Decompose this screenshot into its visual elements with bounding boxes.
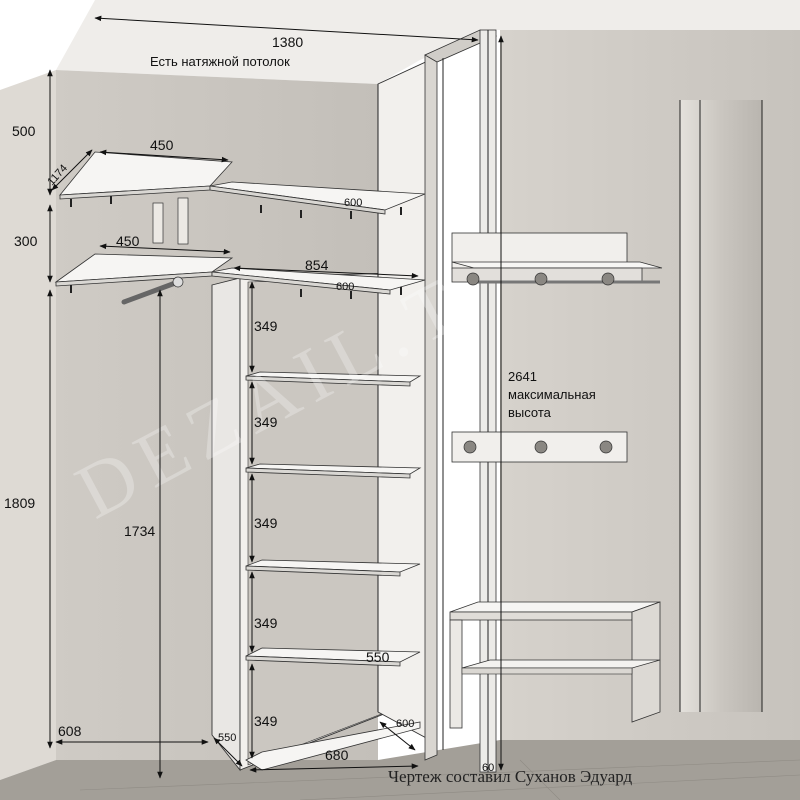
dim-gap-5: 349 [254, 713, 278, 729]
dim-bottom-width: 680 [325, 747, 349, 763]
dim-left-bottom: 608 [58, 723, 82, 739]
dim-door-frame: 60 [482, 762, 494, 774]
dim-shelf-top-width: 450 [150, 137, 174, 153]
door-frame-left [424, 49, 438, 761]
dim-top-zone: 500 [12, 123, 36, 139]
left-wall [0, 70, 56, 780]
cabinet-shelves [245, 371, 422, 771]
left-cabinet-front-panel [211, 277, 241, 772]
ceiling-note: Есть натяжной потолок [150, 54, 290, 69]
dim-total-width: 1380 [272, 34, 303, 50]
divider-panel-face [377, 59, 431, 741]
dim-gap-4: 349 [254, 615, 278, 631]
bench [449, 601, 661, 729]
dim-shelf-mid-width: 450 [116, 233, 140, 249]
author-credit: Чертеж составил Суханов Эдуард [388, 767, 633, 786]
shelf-bracket-2 [177, 197, 189, 245]
divider-panel [377, 59, 431, 741]
hat-shelf [451, 261, 663, 269]
height-note-line1: максимальная [508, 387, 596, 402]
dim-gap-3: 349 [254, 515, 278, 531]
dim-left-height: 1734 [124, 523, 155, 539]
dim-gap-1: 349 [254, 318, 278, 334]
height-note-value: 2641 [508, 369, 537, 384]
dim-lower-zone: 1809 [4, 495, 35, 511]
floor-boards [79, 759, 800, 800]
dim-bottom-depth: 600 [396, 718, 414, 730]
dimension-lines [47, 15, 504, 779]
hallway-furniture [449, 232, 663, 729]
bench-shelf [461, 659, 661, 669]
lower-hook-panel [451, 431, 628, 463]
lower-hooks [463, 440, 613, 454]
shelf-bracket-1 [152, 202, 164, 244]
labels: 1380 Есть натяжной потолок 500 1174 450 … [4, 34, 633, 786]
dim-shelf-mid-long: 854 [305, 257, 329, 273]
dim-shelf-top-depth: 600 [344, 197, 362, 209]
dim-mid-zone: 300 [14, 233, 38, 249]
wall-pillar [680, 100, 762, 712]
dim-shelf-mid-depth: 600 [336, 281, 354, 293]
dim-bottom-shelf-depth: 550 [366, 649, 390, 665]
height-note-line2: высота [508, 405, 552, 420]
clothes-rod [121, 279, 181, 305]
dim-side-panel-depth: 550 [218, 732, 236, 744]
upper-hooks [466, 272, 615, 286]
dim-gap-2: 349 [254, 414, 278, 430]
